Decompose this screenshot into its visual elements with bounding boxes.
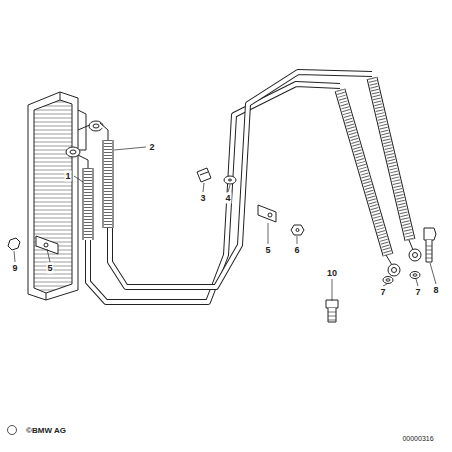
callout-number: 1 [64, 171, 71, 182]
banjo-ends [386, 240, 421, 276]
copyright-text: ©BMW AG [25, 425, 67, 436]
copyright-ring [8, 426, 17, 435]
oil-cooler [28, 92, 92, 300]
callout-number: 2 [148, 142, 155, 153]
drawing-number: 00000316 [401, 434, 434, 443]
callout-number: 6 [293, 245, 300, 256]
callout-number: 5 [46, 263, 53, 274]
small-parts [8, 168, 436, 322]
callout-number: 5 [264, 245, 271, 256]
rubber-hoses [88, 78, 410, 255]
callout-number: 3 [199, 193, 206, 204]
leader-lines [14, 147, 436, 301]
callout-number: 10 [326, 268, 338, 279]
callout-number: 4 [224, 193, 231, 204]
callout-number: 7 [379, 287, 386, 298]
callout-number: 9 [11, 263, 18, 274]
callout-number: 7 [414, 287, 421, 298]
callout-number: 8 [432, 285, 439, 296]
hose-fittings [66, 121, 108, 168]
oil-pipes [88, 72, 372, 302]
